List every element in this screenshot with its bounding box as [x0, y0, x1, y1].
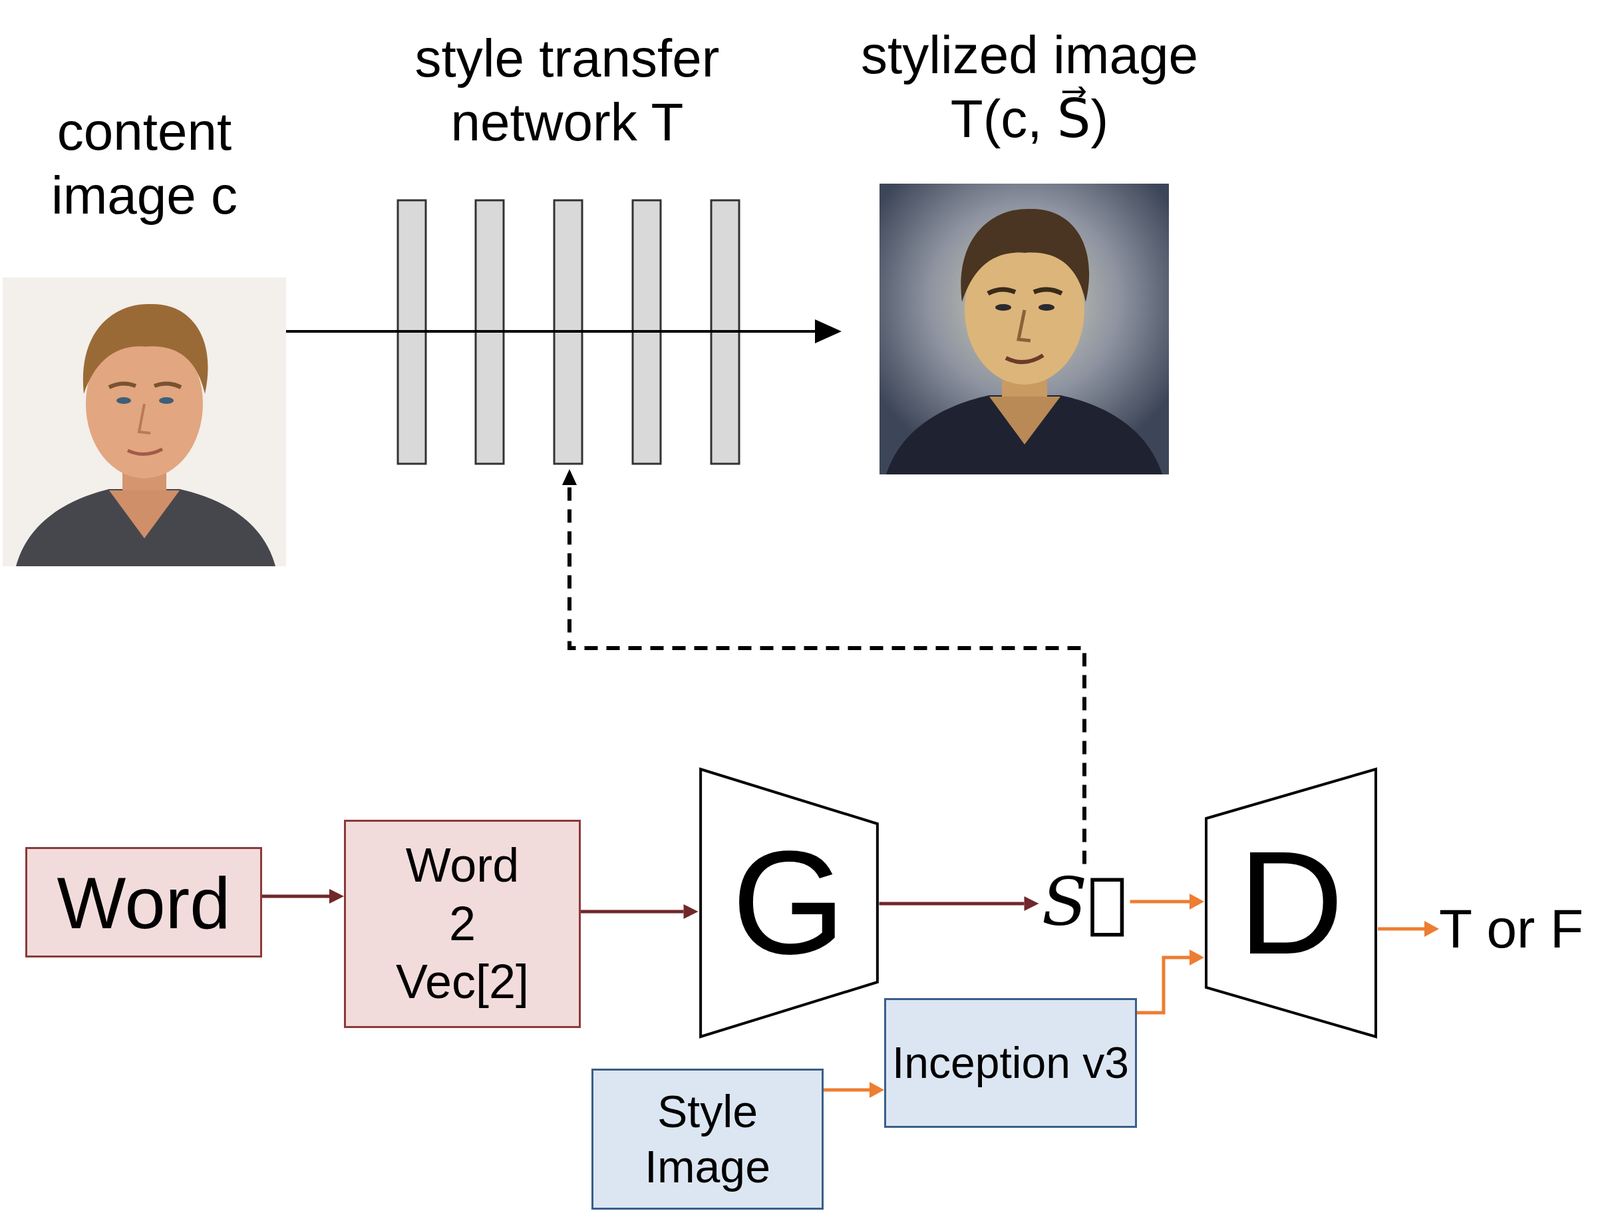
nose — [1018, 310, 1031, 341]
node-label: D — [1238, 829, 1344, 976]
shirt — [886, 395, 1163, 475]
node-label: stylized image T(c, S⃗) — [841, 23, 1218, 152]
input-box: Word — [25, 846, 263, 958]
flow-arrow — [1130, 893, 1205, 910]
flow-arrow — [562, 469, 1085, 865]
photo-background — [2, 277, 287, 567]
arrowhead — [1424, 920, 1440, 937]
node-label: S⃗ — [1041, 866, 1128, 937]
image-caption: stylized image T(c, S⃗) — [841, 23, 1218, 476]
node-label: T or F — [1439, 898, 1584, 959]
nose — [139, 403, 151, 434]
discriminator-trapezoid: D — [1204, 767, 1378, 1039]
brow — [109, 383, 181, 388]
flow-arrow — [580, 904, 699, 919]
node-label: Inception v3 — [892, 1035, 1129, 1090]
connector-line — [879, 902, 1025, 906]
eye — [1038, 304, 1055, 311]
connector-line — [1136, 957, 1190, 1013]
flow-arrow — [286, 331, 393, 332]
node-label: content image c — [2, 99, 287, 228]
eye — [116, 397, 132, 404]
brow — [987, 289, 1062, 294]
arrowhead — [1189, 949, 1205, 966]
node-label: Word 2 Vec[2] — [391, 836, 535, 1012]
connector-line — [1130, 900, 1191, 904]
flow-arrow — [262, 888, 344, 904]
trapezoid-shape — [1206, 769, 1376, 1037]
neck-opening — [109, 490, 180, 539]
photo-background — [879, 183, 1169, 475]
flow-arrow — [1377, 920, 1440, 937]
stylized-photo — [879, 183, 1169, 475]
arrowhead — [814, 319, 842, 344]
style-vector: S⃗ — [1039, 864, 1131, 940]
eye — [159, 397, 174, 404]
node-label: Style Image — [593, 1083, 822, 1195]
network-layers — [392, 198, 742, 466]
connector-line — [741, 329, 815, 333]
generator-trapezoid: G — [698, 767, 880, 1039]
hair — [960, 208, 1090, 303]
flow-arrow — [879, 896, 1040, 911]
arrowhead — [869, 1081, 885, 1098]
connector-line — [823, 1088, 870, 1092]
encoder-box: Inception v3 — [884, 997, 1137, 1128]
eye — [995, 304, 1012, 311]
node-label: G — [731, 829, 846, 976]
network-caption: style transfer network T — [392, 26, 742, 470]
flow-arrow — [1136, 949, 1205, 1013]
trapezoid-shape — [700, 769, 878, 1037]
embedding-box: Word 2 Vec[2] — [343, 819, 581, 1028]
connector-line — [286, 329, 393, 333]
content-photo — [2, 277, 287, 567]
mouth — [127, 449, 163, 455]
neck-opening — [989, 396, 1061, 445]
flow-arrow — [823, 1081, 885, 1098]
node-label: style transfer network T — [392, 26, 742, 155]
arrowhead — [329, 888, 344, 904]
connector-line — [262, 894, 330, 899]
shirt — [15, 488, 276, 567]
output-text: T or F — [1439, 891, 1598, 966]
connector-line — [580, 910, 684, 914]
mouth — [1005, 355, 1044, 362]
connector-line — [1377, 927, 1425, 931]
data-path-line — [392, 329, 742, 333]
arrowhead — [1189, 893, 1205, 910]
arrowhead — [562, 469, 577, 485]
image-caption: content image c — [2, 99, 287, 567]
flow-arrow — [741, 319, 842, 344]
node-label: Word — [57, 862, 231, 943]
style-image-box: Style Image — [591, 1068, 824, 1210]
arrowhead — [683, 904, 699, 919]
arrowhead — [1024, 896, 1040, 911]
hair — [83, 304, 209, 394]
